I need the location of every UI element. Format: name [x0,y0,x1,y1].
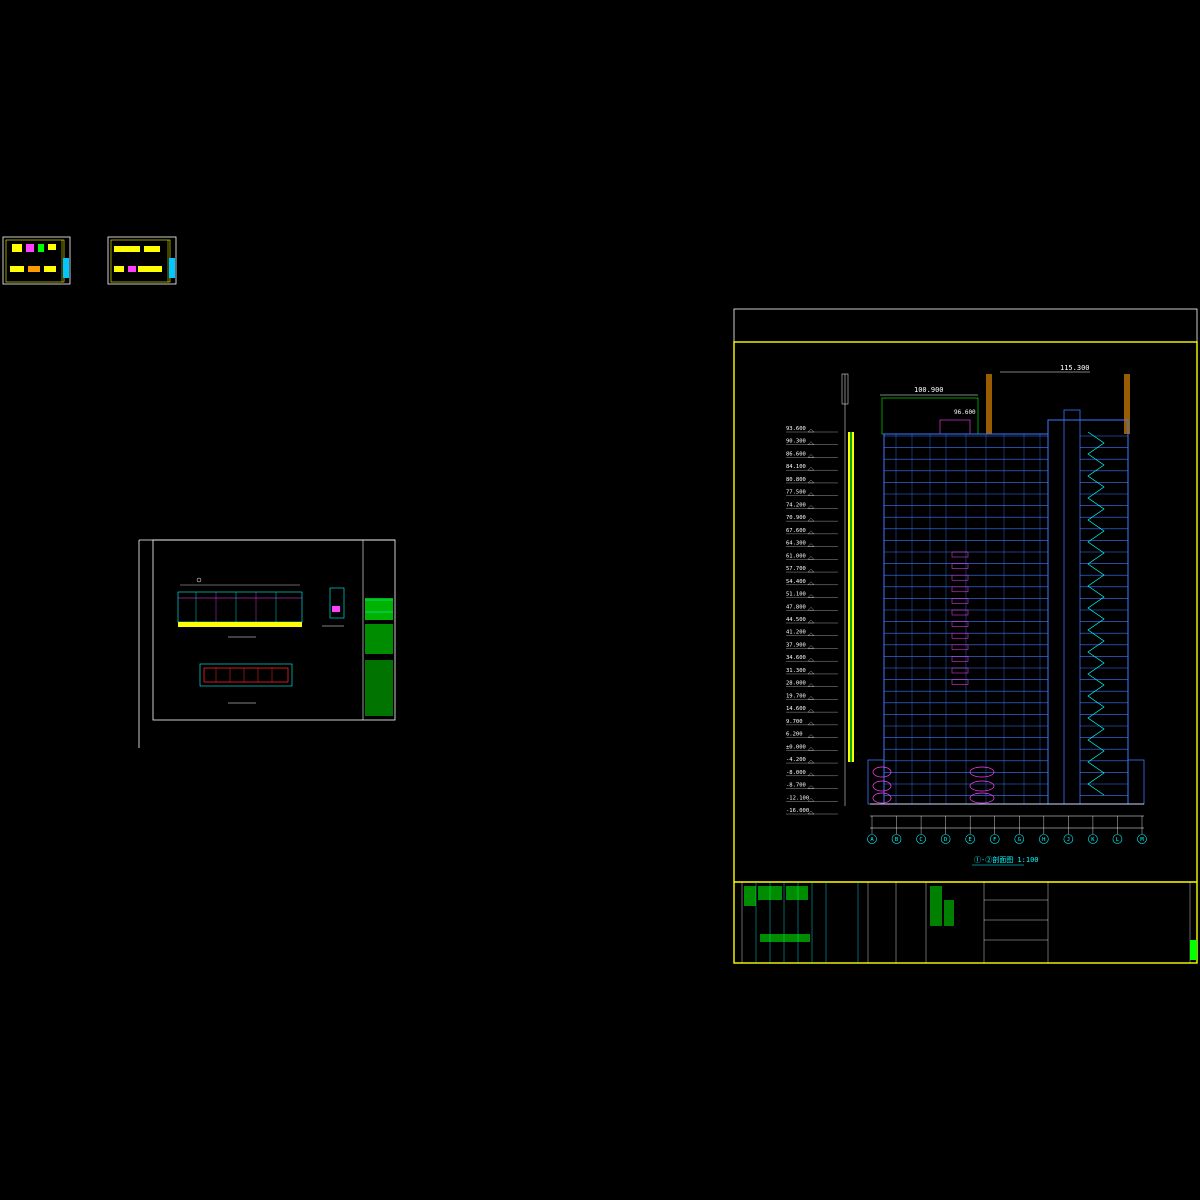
thumbnail-sheet-1[interactable] [2,236,71,285]
elevation-label: 77.500 [786,490,806,496]
top-level-1: 115.300 [1060,364,1090,372]
middle-elevation-detail [177,577,303,638]
elevation-label: 57.700 [786,566,806,572]
axis-label: L [1116,837,1120,843]
elevation-label: 80.800 [786,477,806,483]
axis-label: C [919,837,922,843]
elevation-label: 84.100 [786,464,806,470]
elevation-label: ±0.000 [786,744,806,750]
drawing-title: ①-②剖面图 1:100 [974,855,1039,864]
axis-label: A [870,837,874,843]
middle-side-detail [322,587,345,627]
elevation-label: 9.700 [786,719,803,725]
elevation-label: -12.100 [786,795,809,801]
elevation-label: -16.000 [786,808,809,814]
top-level-2: 100.900 [914,386,944,394]
elevation-label: 54.400 [786,579,806,585]
middle-title-block [365,598,393,716]
axis-label: J [1067,837,1070,843]
elevation-label: 61.000 [786,553,806,559]
axis-label: F [993,837,996,843]
top-level-3: 96.600 [954,409,976,416]
elevation-label: 34.600 [786,655,806,661]
elevation-label: -4.200 [786,757,806,763]
elevation-label: 37.900 [786,642,806,648]
elevation-labels: 93.600 90.300 86.600 84.100 80.800 77.500 74.2… [786,426,838,815]
axis-label: D [944,837,947,843]
axis-label: K [1091,837,1095,843]
elevation-label: -8.000 [786,770,806,776]
axis-label: E [969,837,972,843]
elevation-label: 47.800 [786,604,806,610]
elevation-label: 70.900 [786,515,806,521]
elevation-label: 93.600 [786,426,806,432]
elevation-label: -8.700 [786,783,806,789]
elevation-label: 44.500 [786,617,806,623]
thumbnail-sheet-2[interactable] [107,236,177,285]
axis-label: H [1042,837,1045,843]
elevation-label: 90.300 [786,439,806,445]
level-column [841,373,854,806]
elevation-label: 86.600 [786,451,806,457]
elevation-label: 19.700 [786,693,806,699]
building-section [867,374,1145,805]
elevation-label: 41.200 [786,630,806,636]
section-title-block [741,882,1197,963]
middle-detail-sheet[interactable] [138,539,396,748]
elevation-label: 31.300 [786,668,806,674]
elevation-label: 28.000 [786,681,806,687]
elevation-label: 14.600 [786,706,806,712]
axis-label: M [1140,837,1144,843]
elevation-label: 74.200 [786,502,806,508]
elevation-label: 6.200 [786,732,803,738]
axis-label: G [1018,837,1021,843]
section-sheet[interactable]: 93.600 90.300 86.600 84.100 80.800 77.500 74.2… [733,308,1198,964]
elevation-label: 67.600 [786,528,806,534]
elevation-label: 64.300 [786,541,806,547]
elevation-label: 51.100 [786,592,806,598]
middle-plan-detail [199,663,293,704]
axis-label: B [895,837,899,843]
